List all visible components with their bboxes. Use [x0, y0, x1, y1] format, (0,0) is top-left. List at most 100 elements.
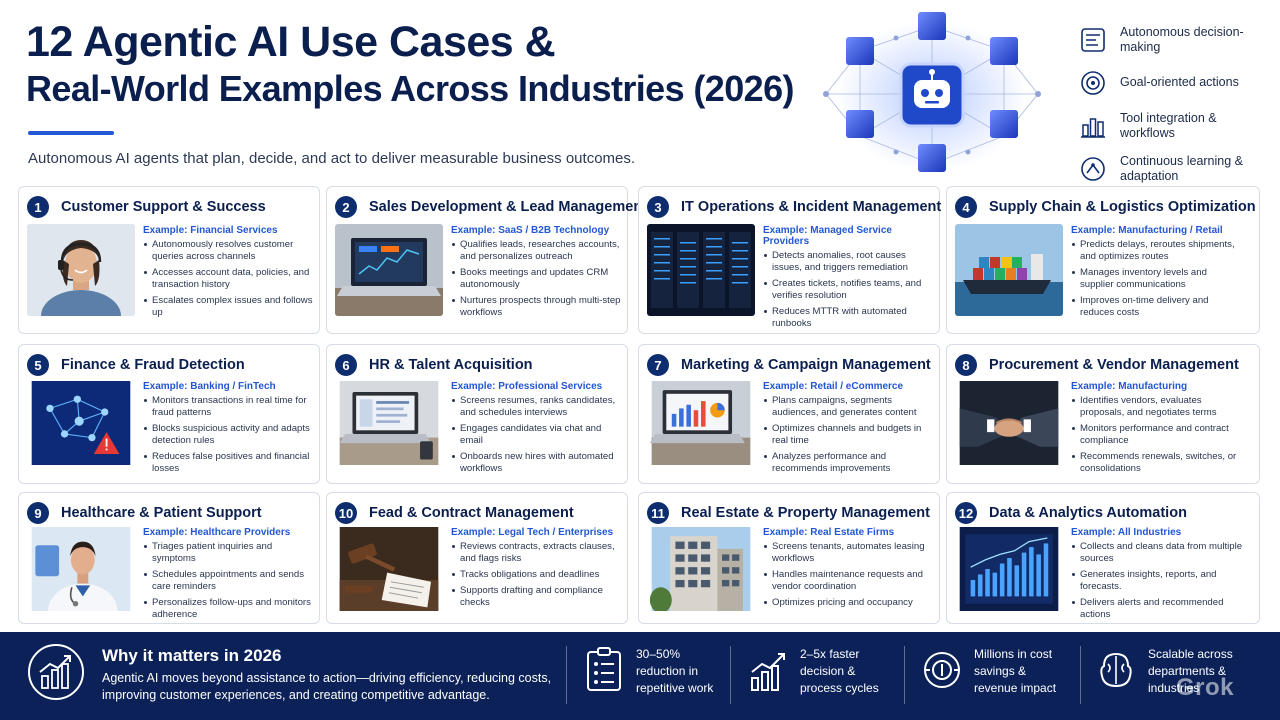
card-title: Finance & Fraud Detection — [61, 357, 245, 373]
handshake-photo — [959, 381, 1059, 465]
learning-loop-icon — [1081, 156, 1105, 181]
card-title: Healthcare & Patient Support — [61, 505, 262, 521]
scale-brain-icon — [1100, 652, 1132, 688]
card-bullet: Schedules appointments and sends care re… — [143, 569, 315, 593]
card-number: 12 — [955, 502, 977, 524]
feature-item: Tool integration & workflows — [1078, 104, 1270, 147]
card-bullet: Monitors transactions in real time for f… — [143, 395, 315, 419]
target-icon — [1081, 70, 1105, 95]
card-bullet: Improves on-time delivery and reduces co… — [1071, 295, 1243, 319]
building-photo — [649, 527, 751, 611]
use-case-card-4: 4 Supply Chain & Logistics Optimization E… — [946, 186, 1260, 334]
card-example: Example: SaaS / B2B Technology — [451, 225, 610, 236]
card-bullet: Handles maintenance requests and vendor … — [763, 569, 935, 593]
footer-banner: Why it matters in 2026 Agentic AI moves … — [0, 632, 1280, 720]
card-title: Fead & Contract Management — [369, 505, 574, 521]
card-number: 10 — [335, 502, 357, 524]
card-bullet: Screens resumes, ranks candidates, and s… — [451, 395, 623, 419]
card-bullet: Identifies vendors, evaluates proposals,… — [1071, 395, 1243, 419]
use-case-card-7: 7 Marketing & Campaign Management Example… — [638, 344, 940, 484]
card-bullet: Generates insights, reports, and forecas… — [1071, 569, 1243, 593]
card-bullet: Onboards new hires with automated workfl… — [451, 451, 623, 475]
stat-text: Millions in cost savings & revenue impac… — [974, 647, 1057, 695]
support-agent-photo — [27, 224, 135, 316]
feature-label: Tool integration & workflows — [1120, 110, 1217, 140]
card-bullet: Nurtures prospects through multi-step wo… — [451, 295, 623, 319]
card-bullet: Supports drafting and compliance checks — [451, 585, 623, 609]
card-bullet: Autonomously resolves customer queries a… — [143, 239, 315, 263]
footer-title: Why it matters in 2026 — [102, 646, 282, 665]
card-bullet: Qualifies leads, researches accounts, an… — [451, 239, 623, 263]
checklist-icon — [587, 647, 621, 691]
card-bullet: Optimizes pricing and occupancy — [763, 597, 935, 609]
card-example: Example: Retail / eCommerce — [763, 381, 904, 392]
watermark-logo: Grok — [1176, 674, 1235, 701]
card-number: 4 — [955, 196, 977, 218]
title-line-1: 12 Agentic AI Use Cases & — [26, 18, 556, 66]
card-bullet: Analyzes performance and recommends impr… — [763, 451, 935, 475]
card-bullet: Blocks suspicious activity and adapts de… — [143, 423, 315, 447]
card-title: Supply Chain & Logistics Optimization — [989, 199, 1256, 215]
card-number: 8 — [955, 354, 977, 376]
marketing-laptop-photo — [649, 381, 751, 465]
card-bullet: Detects anomalies, root causes issues, a… — [763, 250, 935, 274]
ai-network-illustration — [823, 12, 1041, 172]
decision-flow-icon — [1081, 27, 1105, 52]
card-title: Marketing & Campaign Management — [681, 357, 931, 373]
server-room-photo — [647, 224, 755, 316]
card-title: Sales Development & Lead Management — [369, 199, 647, 215]
fraud-network-image — [31, 381, 131, 465]
card-bullet: Creates tickets, notifies teams, and ver… — [763, 278, 935, 302]
card-bullet: Engages candidates via chat and email — [451, 423, 623, 447]
card-bullet: Tracks obligations and deadlines — [451, 569, 623, 581]
card-number: 7 — [647, 354, 669, 376]
card-bullet: Screens tenants, automates leasing workf… — [763, 541, 935, 565]
card-bullet: Escalates complex issues and follows up — [143, 295, 315, 319]
feature-item: Continuous learning & adaptation — [1078, 147, 1270, 190]
card-number: 3 — [647, 196, 669, 218]
stat-text: 30–50% reduction in repetitive work — [636, 647, 714, 695]
card-example: Example: Managed Service Providers — [763, 225, 892, 247]
cost-savings-icon — [924, 652, 960, 688]
card-example: Example: Manufacturing / Retail — [1071, 225, 1223, 236]
card-title: Real Estate & Property Management — [681, 505, 930, 521]
card-bullet: Predicts delays, reroutes shipments, and… — [1071, 239, 1243, 263]
card-number: 6 — [335, 354, 357, 376]
stat-text: 2–5x faster decision & process cycles — [800, 647, 879, 695]
card-bullet: Triages patient inquiries and symptoms — [143, 541, 315, 565]
stat-text: Scalable across departments & industries — [1148, 647, 1233, 695]
card-example: Example: Banking / FinTech — [143, 381, 276, 392]
card-example: Example: All Industries — [1071, 527, 1182, 538]
page-title: 12 Agentic AI Use Cases & Real-World Exa… — [26, 18, 816, 112]
tool-integration-icon — [1081, 117, 1105, 138]
card-example: Example: Healthcare Providers — [143, 527, 291, 538]
card-bullet: Manages inventory levels and supplier co… — [1071, 267, 1243, 291]
use-case-card-3: 3 IT Operations & Incident Management Exa… — [638, 186, 942, 334]
growth-circle-icon — [28, 644, 84, 700]
use-case-card-10: 10 Fead & Contract Management Example: Le… — [326, 492, 628, 624]
card-bullet: Optimizes channels and budgets in real t… — [763, 423, 935, 447]
card-bullet: Reviews contracts, extracts clauses, and… — [451, 541, 623, 565]
card-bullet: Collects and cleans data from multiple s… — [1071, 541, 1243, 565]
cargo-ship-photo — [955, 224, 1063, 316]
card-title: IT Operations & Incident Management — [681, 199, 942, 215]
card-example: Example: Professional Services — [451, 381, 603, 392]
title-line-2: Real-World Examples Across Industries (2… — [26, 68, 794, 109]
card-number: 1 — [27, 196, 49, 218]
card-bullet: Books meetings and updates CRM autonomou… — [451, 267, 623, 291]
card-bullet: Plans campaigns, segments audiences, and… — [763, 395, 935, 419]
card-bullet: Accesses account data, policies, and tra… — [143, 267, 315, 291]
card-title: Customer Support & Success — [61, 199, 266, 215]
card-bullet: Monitors performance and contract compli… — [1071, 423, 1243, 447]
footer-divider — [904, 646, 905, 704]
footer-description: Agentic AI moves beyond assistance to ac… — [102, 671, 552, 702]
card-bullet: Reduces false positives and financial lo… — [143, 451, 315, 475]
card-example: Example: Legal Tech / Enterprises — [451, 527, 614, 538]
footer-stat: Millions in cost savings & revenue impac… — [922, 646, 1070, 697]
analytics-screen-photo — [959, 527, 1059, 611]
